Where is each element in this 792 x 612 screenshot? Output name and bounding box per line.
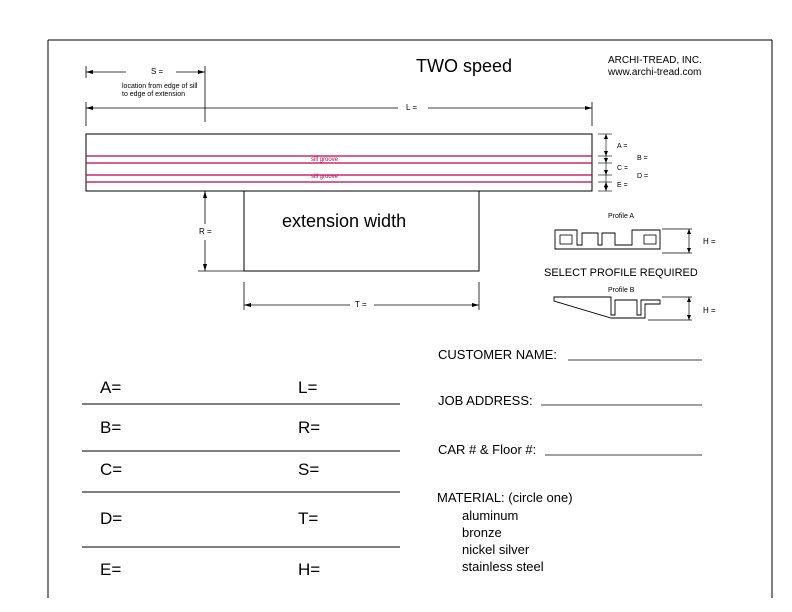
extension-outline	[243, 190, 480, 272]
t-arrow-right	[472, 303, 479, 307]
r-arrow-top	[203, 191, 207, 198]
r-arrow-bottom	[203, 264, 207, 271]
profile-a-slot-left	[559, 234, 573, 245]
a-label: A =	[617, 143, 628, 150]
company-url: www.archi-tread.com	[608, 67, 702, 78]
form-label-h: H=	[298, 560, 321, 579]
select-profile-text: SELECT PROFILE REQUIRED	[544, 267, 698, 279]
page-title: TWO speed	[416, 56, 513, 76]
s-note-line1: location from edge of sill	[122, 83, 198, 90]
profile-a-shape	[554, 229, 661, 250]
profile-a-slot-right	[643, 234, 657, 245]
car-floor-label: CAR # & Floor #:	[438, 442, 537, 457]
b-label: B =	[637, 155, 648, 162]
profile-b-h-label: H =	[703, 306, 716, 315]
side-arrow-5	[604, 182, 608, 187]
l-arrow-right	[585, 106, 592, 110]
profile-b-h-arrow-top	[687, 297, 691, 302]
l-label: L =	[406, 103, 418, 112]
form-label-e: E=	[100, 560, 122, 579]
l-arrow-left	[86, 106, 93, 110]
job-address-label: JOB ADDRESS:	[438, 393, 533, 408]
profile-b-h-arrow-bottom	[687, 315, 691, 320]
groove-label-2: sill groove	[311, 174, 339, 180]
form-label-s: S=	[298, 460, 320, 479]
c-label: C =	[617, 165, 629, 172]
material-option-bronze: bronze	[462, 525, 502, 540]
profile-b-shape	[553, 296, 661, 319]
side-arrow-6	[604, 186, 608, 191]
form-label-d: D=	[100, 509, 123, 528]
side-arrow-3	[604, 158, 608, 163]
t-label: T =	[355, 300, 367, 309]
profile-a-h-arrow-bottom	[687, 248, 691, 253]
e-label: E =	[617, 182, 628, 189]
s-note-line2: to edge of extension	[122, 91, 186, 98]
company-name: ARCHI-TREAD, INC.	[608, 55, 702, 66]
groove-label-1: sill groove	[311, 157, 339, 163]
form-label-l: L=	[298, 378, 318, 397]
extension-label: extension width	[282, 211, 407, 231]
material-option-nickel-silver: nickel silver	[462, 542, 530, 557]
profile-a-h-arrow-top	[687, 229, 691, 234]
s-arrow-left	[86, 70, 93, 74]
material-option-aluminum: aluminum	[462, 508, 519, 523]
form-label-t: T=	[298, 509, 319, 528]
d-label: D =	[637, 173, 649, 180]
material-option-stainless-steel: stainless steel	[462, 559, 544, 574]
t-arrow-left	[244, 303, 251, 307]
s-label: S =	[151, 67, 164, 76]
form-label-r: R=	[298, 418, 321, 437]
side-arrow-2	[604, 151, 608, 156]
profile-a-label: Profile A	[608, 213, 635, 220]
profile-a-h-label: H =	[703, 237, 716, 246]
material-heading: MATERIAL: (circle one)	[437, 490, 573, 505]
form-label-c: C=	[100, 460, 123, 479]
profile-b-label: Profile B	[608, 287, 635, 294]
side-arrow-4	[604, 170, 608, 175]
s-arrow-right	[198, 70, 205, 74]
customer-name-label: CUSTOMER NAME:	[438, 347, 557, 362]
form-label-a: A=	[100, 378, 122, 397]
side-arrow-1	[604, 134, 608, 139]
r-label: R =	[199, 227, 212, 236]
form-label-b: B=	[100, 418, 122, 437]
